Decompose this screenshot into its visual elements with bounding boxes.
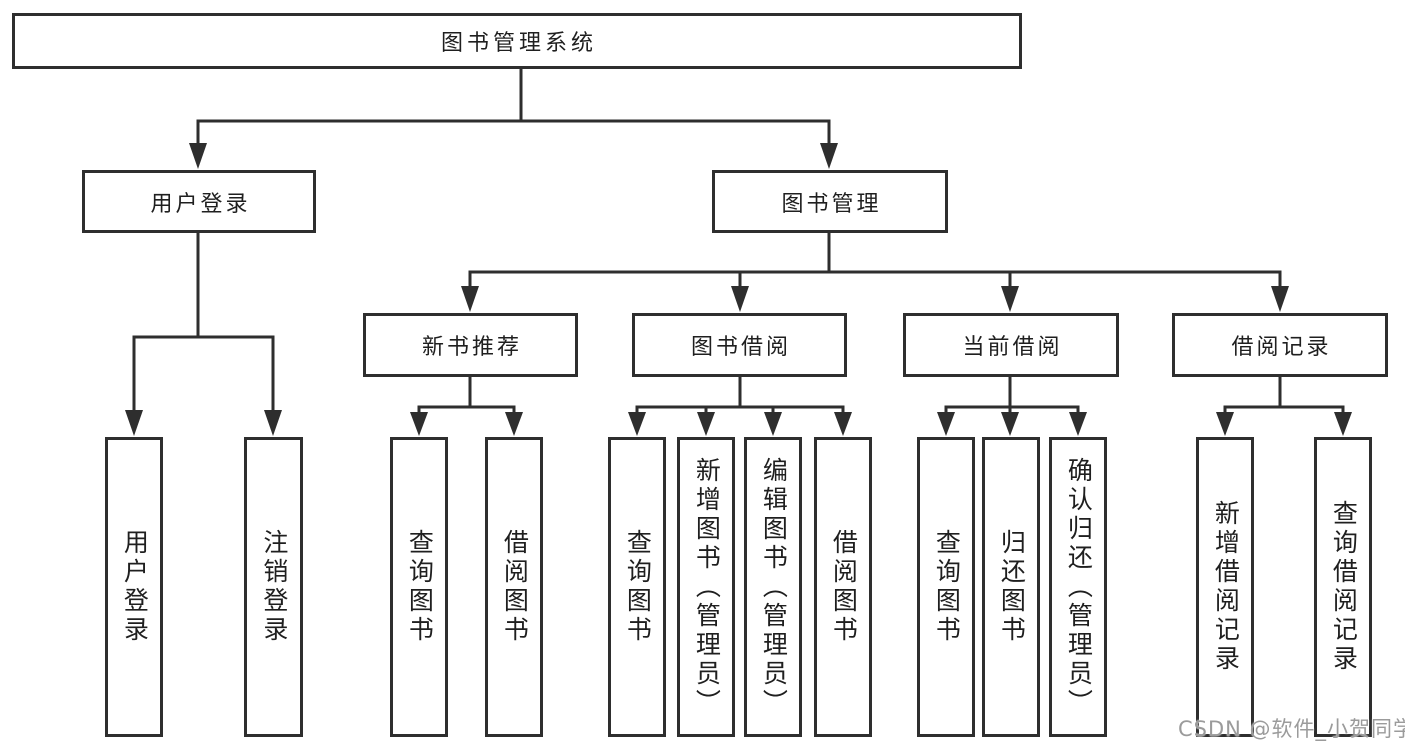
- arrowhead: [189, 143, 207, 169]
- leaf-query-book-2: 查询图书: [608, 437, 666, 737]
- node-borrow-record: 借阅记录: [1172, 313, 1388, 377]
- arrowhead: [1216, 412, 1234, 436]
- node-label: 新书推荐: [421, 335, 522, 360]
- leaf-add-borrow-record: 新增借阅记录: [1196, 437, 1254, 737]
- leaf-logout: 注销登录: [244, 437, 303, 737]
- node-label: 注销登录: [259, 529, 289, 645]
- node-label: 归还图书: [997, 529, 1027, 645]
- node-label: 当前借阅: [962, 335, 1063, 360]
- arrowhead: [461, 286, 479, 312]
- arrowhead: [1069, 412, 1087, 436]
- edge-book-borrow-split: [635, 377, 845, 413]
- node-label: 查询图书: [932, 529, 962, 645]
- node-new-book-recommend: 新书推荐: [363, 313, 578, 377]
- arrowhead: [937, 412, 955, 436]
- arrowhead: [410, 412, 428, 436]
- leaf-borrow-book-2: 借阅图书: [814, 437, 872, 737]
- arrowhead: [697, 412, 715, 436]
- leaf-user-login: 用户登录: [105, 437, 163, 737]
- arrowhead: [1001, 412, 1019, 436]
- leaf-query-borrow-record: 查询借阅记录: [1314, 437, 1372, 737]
- leaf-edit-book-admin: 编辑图书（管理员）: [744, 437, 802, 737]
- arrowhead: [1271, 286, 1289, 312]
- edge-user-login-to-leaves: [132, 233, 275, 412]
- arrowhead: [820, 143, 838, 169]
- node-label: 查询图书: [405, 529, 435, 645]
- node-book-borrow: 图书借阅: [632, 313, 847, 377]
- node-label: 图书管理: [781, 191, 882, 217]
- arrowhead: [1334, 412, 1352, 436]
- node-label: 图书借阅: [690, 335, 791, 360]
- leaf-return-book: 归还图书: [982, 437, 1040, 737]
- leaf-query-book-1: 查询图书: [390, 437, 448, 737]
- edge-root-to-level1: [196, 69, 831, 145]
- node-book-management: 图书管理: [712, 170, 948, 233]
- node-label: 查询借阅记录: [1329, 500, 1359, 674]
- node-label: 查询图书: [623, 529, 653, 645]
- arrowhead: [1001, 286, 1019, 312]
- arrowhead: [834, 412, 852, 436]
- edge-new-book-rec-split: [417, 377, 516, 413]
- node-label: 用户登录: [120, 529, 150, 645]
- node-label: 编辑图书（管理员）: [759, 456, 789, 718]
- arrowhead: [125, 410, 143, 436]
- node-label: 借阅记录: [1231, 335, 1332, 360]
- csdn-watermark: CSDN @软件_小贺同学: [1178, 717, 1405, 741]
- leaf-query-book-3: 查询图书: [917, 437, 975, 737]
- arrowhead: [731, 286, 749, 312]
- node-label: 借阅图书: [500, 529, 530, 645]
- arrowhead: [764, 412, 782, 436]
- arrowhead: [505, 412, 523, 436]
- node-label: 图书管理系统: [440, 31, 597, 56]
- edge-current-borrow-split: [944, 377, 1080, 413]
- arrowhead: [628, 412, 646, 436]
- arrowhead: [264, 410, 282, 436]
- leaf-borrow-book-1: 借阅图书: [485, 437, 543, 737]
- node-label: 新增借阅记录: [1211, 500, 1241, 674]
- node-label: 借阅图书: [829, 529, 859, 645]
- leaf-add-book-admin: 新增图书（管理员）: [677, 437, 735, 737]
- node-label: 确认归还（管理员）: [1064, 456, 1094, 718]
- node-user-login: 用户登录: [82, 170, 316, 233]
- node-label: 用户登录: [150, 191, 251, 217]
- node-system-root: 图书管理系统: [12, 13, 1022, 69]
- node-label: 新增图书（管理员）: [692, 456, 722, 718]
- edge-book-mgmt-to-level2: [468, 233, 1282, 288]
- node-current-borrow: 当前借阅: [903, 313, 1119, 377]
- leaf-confirm-return-admin: 确认归还（管理员）: [1049, 437, 1107, 737]
- edge-borrow-record-split: [1223, 377, 1345, 413]
